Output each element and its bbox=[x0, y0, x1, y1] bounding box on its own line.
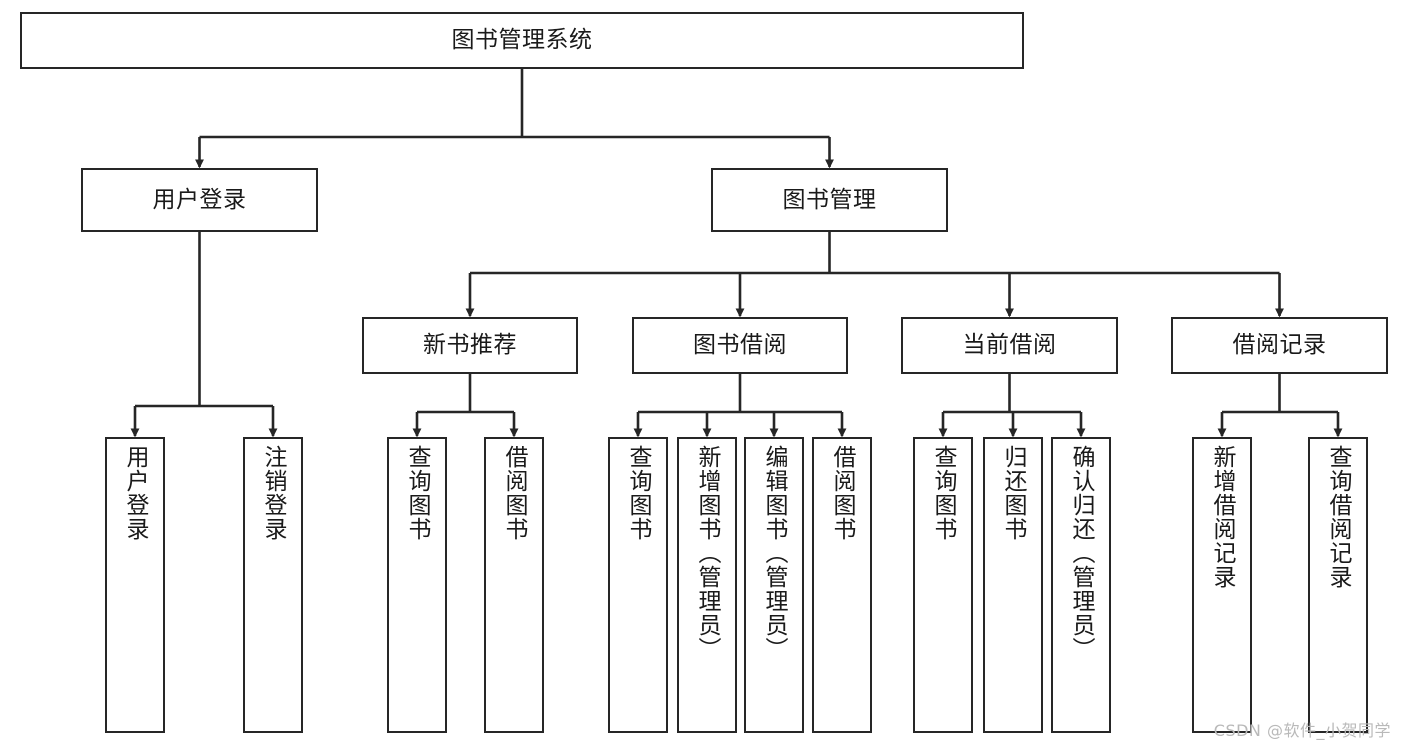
node-borrow-record[interactable]: 借阅记录 bbox=[1171, 317, 1388, 374]
node-leaf-borrow-book-1-label: 借阅图书 bbox=[501, 445, 528, 541]
node-root[interactable]: 图书管理系统 bbox=[20, 12, 1024, 69]
node-leaf-query-book-2-label: 查询图书 bbox=[625, 445, 652, 541]
node-leaf-add-book-label: 新增图书（管理员） bbox=[694, 445, 721, 661]
node-book-manage[interactable]: 图书管理 bbox=[711, 168, 948, 232]
node-leaf-query-record-label: 查询借阅记录 bbox=[1325, 445, 1352, 589]
node-leaf-edit-book-label: 编辑图书（管理员） bbox=[761, 445, 788, 661]
node-leaf-edit-book[interactable]: 编辑图书（管理员） bbox=[744, 437, 804, 733]
node-book-manage-label: 图书管理 bbox=[782, 186, 877, 213]
node-leaf-logout[interactable]: 注销登录 bbox=[243, 437, 303, 733]
node-leaf-user-login-label: 用户登录 bbox=[122, 445, 149, 541]
node-leaf-query-book-2[interactable]: 查询图书 bbox=[608, 437, 668, 733]
node-leaf-confirm-return-label: 确认归还（管理员） bbox=[1068, 445, 1095, 661]
node-book-borrow[interactable]: 图书借阅 bbox=[632, 317, 848, 374]
node-current-borrow[interactable]: 当前借阅 bbox=[901, 317, 1118, 374]
node-leaf-query-book-3-label: 查询图书 bbox=[930, 445, 957, 541]
node-leaf-query-book-3[interactable]: 查询图书 bbox=[913, 437, 973, 733]
node-new-book-recommend[interactable]: 新书推荐 bbox=[362, 317, 578, 374]
node-new-book-recommend-label: 新书推荐 bbox=[423, 332, 517, 359]
node-leaf-borrow-book-1[interactable]: 借阅图书 bbox=[484, 437, 544, 733]
node-leaf-confirm-return[interactable]: 确认归还（管理员） bbox=[1051, 437, 1111, 733]
node-current-borrow-label: 当前借阅 bbox=[962, 332, 1057, 359]
node-leaf-query-book-1[interactable]: 查询图书 bbox=[387, 437, 447, 733]
node-borrow-record-label: 借阅记录 bbox=[1232, 332, 1327, 359]
node-leaf-logout-label: 注销登录 bbox=[260, 445, 287, 541]
node-user-login-label: 用户登录 bbox=[152, 186, 247, 213]
node-leaf-add-record[interactable]: 新增借阅记录 bbox=[1192, 437, 1252, 733]
node-leaf-return-book-label: 归还图书 bbox=[1000, 445, 1027, 541]
node-leaf-add-record-label: 新增借阅记录 bbox=[1209, 445, 1236, 589]
node-leaf-borrow-book-2-label: 借阅图书 bbox=[829, 445, 856, 541]
watermark: CSDN @软件_小贺同学 bbox=[1213, 721, 1391, 740]
node-leaf-user-login[interactable]: 用户登录 bbox=[105, 437, 165, 733]
node-leaf-add-book[interactable]: 新增图书（管理员） bbox=[677, 437, 737, 733]
node-leaf-return-book[interactable]: 归还图书 bbox=[983, 437, 1043, 733]
node-user-login[interactable]: 用户登录 bbox=[81, 168, 318, 232]
node-book-borrow-label: 图书借阅 bbox=[693, 332, 787, 359]
node-leaf-query-book-1-label: 查询图书 bbox=[404, 445, 431, 541]
node-root-label: 图书管理系统 bbox=[451, 27, 593, 54]
node-leaf-query-record[interactable]: 查询借阅记录 bbox=[1308, 437, 1368, 733]
node-leaf-borrow-book-2[interactable]: 借阅图书 bbox=[812, 437, 872, 733]
